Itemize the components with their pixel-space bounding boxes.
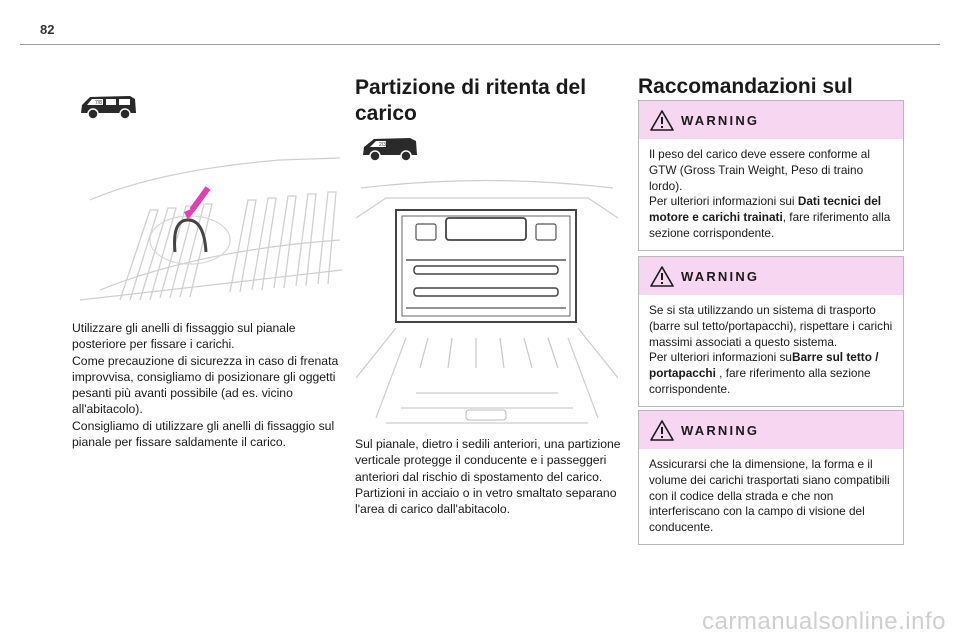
warning-box: WARNING Assicurarsi che la dimensione, l…	[638, 410, 904, 545]
warning-box: WARNING Se si sta utilizzando un sistema…	[638, 256, 904, 407]
paragraph: Partizioni in acciaio o in vetro smaltat…	[355, 485, 617, 517]
warning-triangle-icon	[650, 266, 674, 287]
cross-reference: Dati tecnici del motore e carichi traina…	[649, 194, 882, 225]
paragraph: Utilizzare gli anelli di fissaggio sul p…	[72, 321, 296, 352]
warning-text: Per ulteriori informazioni sui Dati tecn…	[649, 194, 891, 240]
van-icon: 7/8	[78, 93, 138, 126]
warning-text: Per ulteriori informazioni suBarre sul t…	[649, 350, 879, 396]
tie-down-ring-illustration	[79, 140, 343, 310]
warning-box: WARNING Il peso del carico deve essere c…	[638, 100, 904, 251]
section-title: Partizione di ritenta del carico	[355, 76, 587, 125]
cross-reference: Barre sul tetto / portapacchi	[649, 350, 879, 381]
warning-label: WARNING	[681, 269, 760, 284]
warning-header: WARNING	[639, 411, 903, 449]
svg-text:2/3: 2/3	[379, 142, 386, 148]
warning-text: Assicurarsi che la dimensione, la forma …	[649, 457, 890, 535]
warning-triangle-icon	[650, 420, 674, 441]
header-rule	[20, 44, 940, 45]
warning-header: WARNING	[639, 101, 903, 139]
watermark: carmanualsonline.info	[702, 608, 946, 635]
svg-text:7/8: 7/8	[95, 100, 102, 106]
cargo-partition-illustration	[355, 178, 619, 433]
warning-header: WARNING	[639, 257, 903, 295]
page-number: 82	[40, 22, 55, 37]
warning-text: Se si sta utilizzando un sistema di tras…	[649, 303, 893, 349]
warning-label: WARNING	[681, 423, 760, 438]
paragraph: Sul pianale, dietro i sedili anteriori, …	[355, 437, 621, 484]
warning-label: WARNING	[681, 113, 760, 128]
warning-triangle-icon	[650, 110, 674, 131]
paragraph: Come precauzione di sicurezza in caso di…	[72, 353, 339, 417]
paragraph: Consigliamo di utilizzare gli anelli di …	[72, 418, 335, 450]
warning-text: Il peso del carico deve essere conforme …	[649, 147, 870, 193]
van-icon: 2/3	[360, 135, 420, 168]
